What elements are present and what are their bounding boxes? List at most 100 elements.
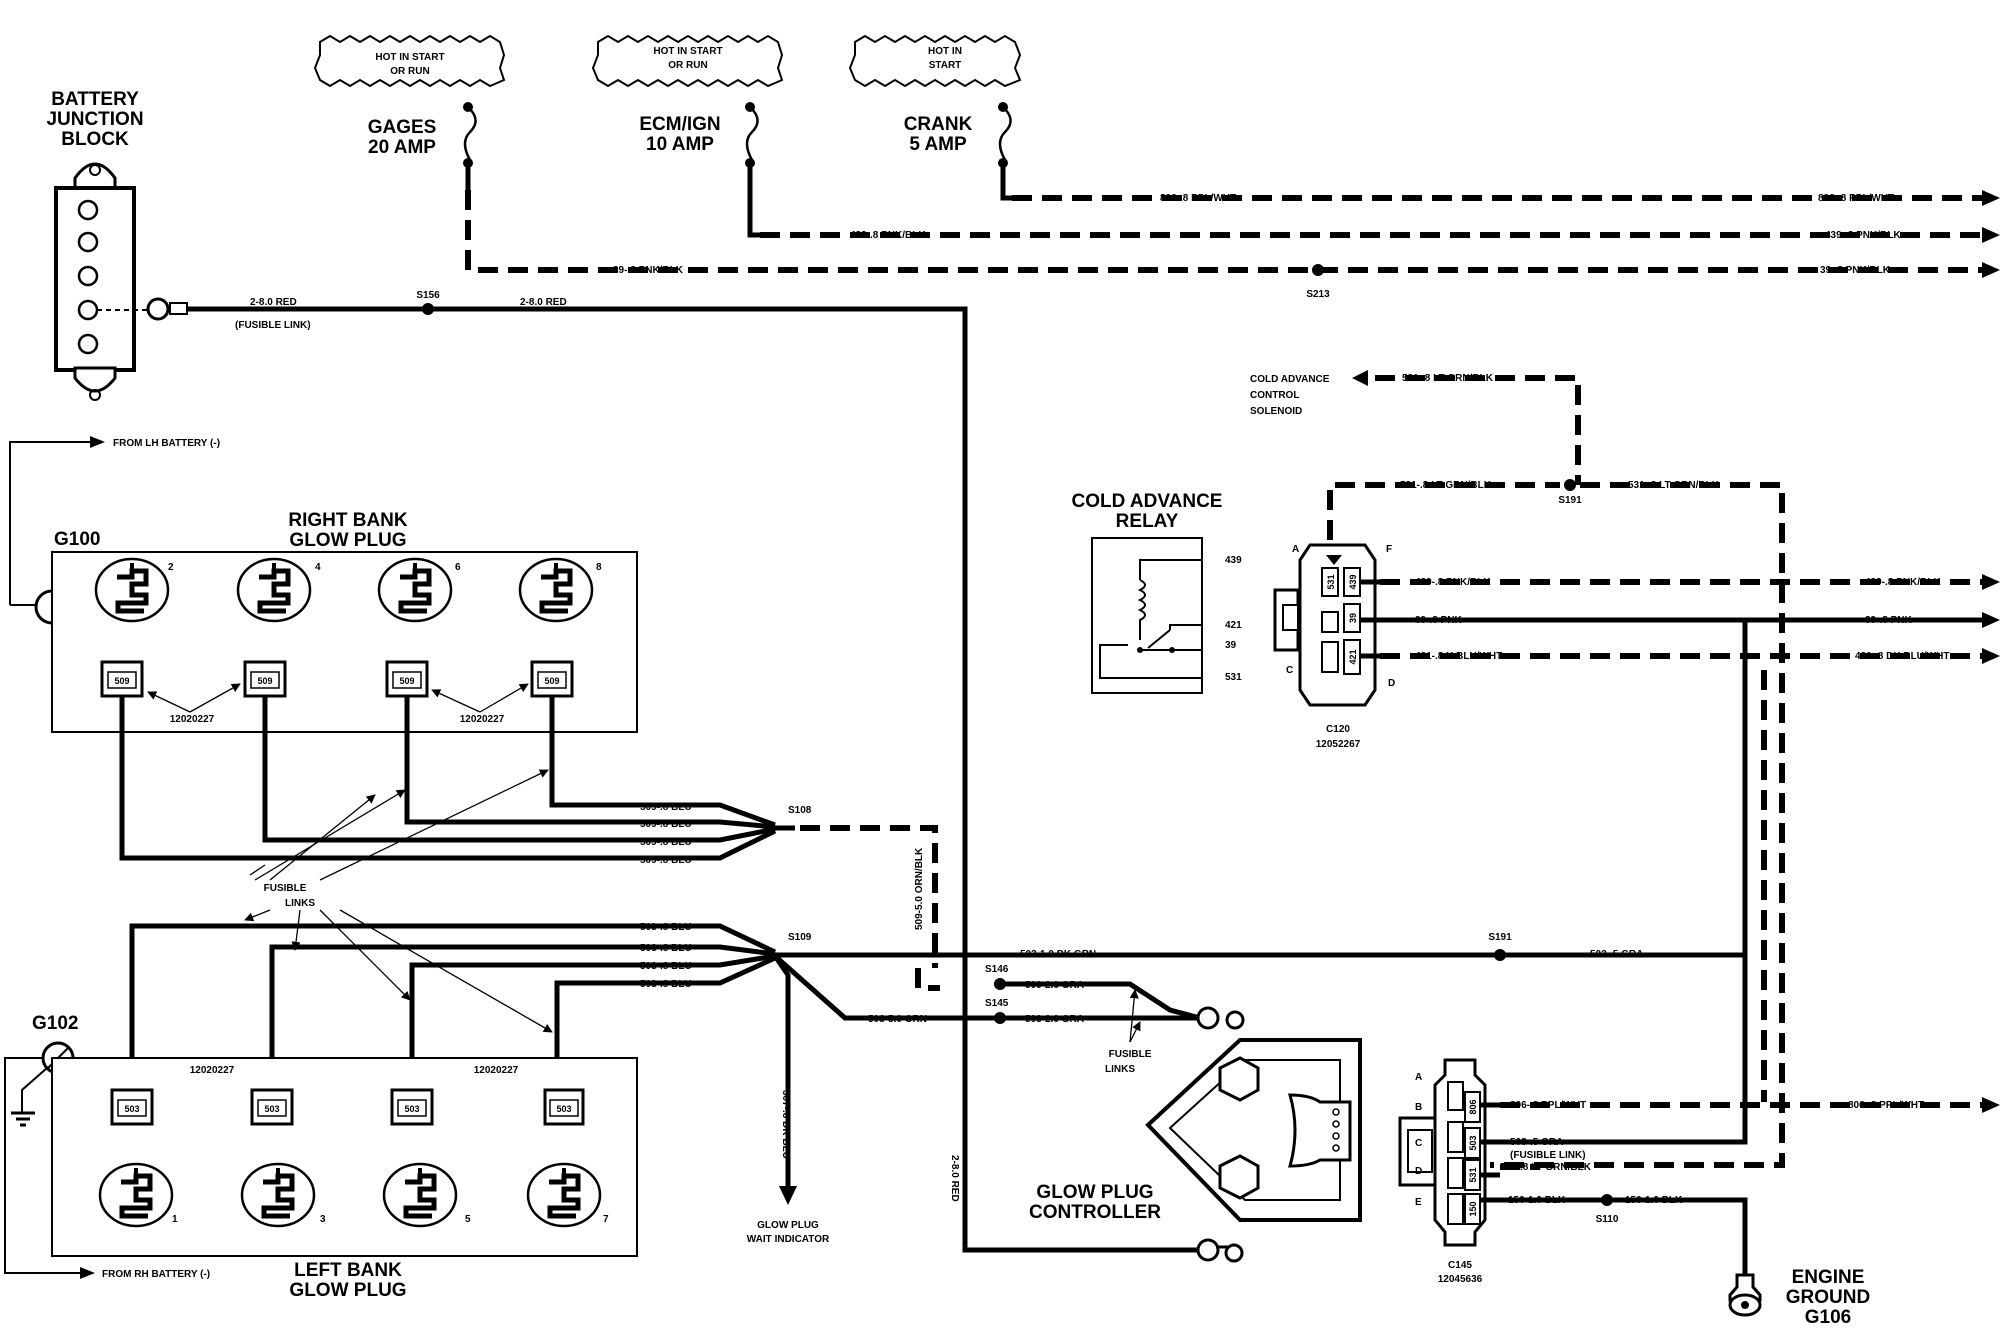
wire-503-grn: 503-1.0 DK GRN: [1020, 949, 1096, 960]
c145-cav-503: 503: [1468, 1135, 1478, 1150]
fuse-crank: CRANK 5 AMP: [904, 102, 1012, 168]
wire-503-gra: 503-.5 GRA: [1590, 949, 1643, 960]
rb-conn-2: 509: [257, 676, 272, 686]
plug-num-5: 5: [465, 1214, 471, 1225]
s156-splice: [422, 303, 434, 315]
fuse1-banner-1: HOT IN START: [375, 52, 444, 63]
glow-plug-7-icon: [528, 1164, 600, 1226]
wire-509-1: 509-.8 BLU: [640, 802, 692, 813]
wire-509-3: 509-.8 BLU: [640, 837, 692, 848]
fuse-ecm-name-1: ECM/IGN: [639, 114, 720, 135]
wire-grn-left: 531-.8 LT GRN/BLK: [1400, 480, 1492, 491]
fusible-links-1: FUSIBLE: [264, 883, 307, 894]
wire-503-gra-b: 503-2.0 GRA: [1025, 1014, 1084, 1025]
c145-letter-a: A: [1415, 1072, 1422, 1083]
wire-far-39: 39-.8 PNK: [1865, 615, 1912, 626]
right-bank-glow-plugs: RIGHT BANK GLOW PLUG 2 4 6 8 509 509 509…: [51, 510, 638, 733]
controller-title-2: CONTROLLER: [1029, 1202, 1161, 1223]
fuse1-banner-2: OR RUN: [390, 66, 429, 77]
wires-509-blue: 509-.8 BLU 509-.8 BLU 509-.8 BLU 509-.8 …: [119, 696, 940, 991]
right-bank-title-1: RIGHT BANK: [288, 510, 408, 531]
wire-503-1: 503-.8 BLU: [640, 922, 692, 933]
lb-part-right: 12020227: [474, 1065, 519, 1076]
cold-adv-ctrl-3: SOLENOID: [1250, 406, 1302, 417]
c145-letter-b: B: [1415, 1102, 1422, 1113]
lb-conn-4: 503: [556, 1104, 571, 1114]
fuse-banners: HOT IN START OR RUN HOT IN START OR RUN …: [313, 34, 1022, 88]
right-bank-title-2: GLOW PLUG: [289, 530, 406, 551]
c145-connector: A B C D E 806 503 531 150 C145 12045636 …: [1398, 1058, 2000, 1285]
wire-c120-439: 439-.8 PNK/BLK: [1415, 577, 1491, 588]
wire-507-blu: 507-.8 DK BLU: [780, 1090, 791, 1159]
c145-letter-d: D: [1415, 1166, 1422, 1177]
relay-pin-39: 39: [1225, 640, 1237, 651]
wire-503-orn: 503-5.0 ORN: [868, 1014, 927, 1025]
c145-cav-150: 150: [1468, 1201, 1478, 1216]
wait-indicator-2: WAIT INDICATOR: [747, 1234, 830, 1245]
plug-num-4: 4: [315, 562, 321, 573]
fuse3-banner-1: HOT IN: [928, 46, 962, 57]
fuse-gages-name-1: GAGES: [368, 117, 437, 138]
wire-gages-l: 39-.8 PNK/BLK: [613, 265, 684, 276]
fusible-links-2: LINKS: [285, 898, 315, 909]
fusible-links-b1: FUSIBLE: [1109, 1049, 1152, 1060]
fuse-gages-name-2: 20 AMP: [368, 137, 436, 158]
relay-pin-531: 531: [1225, 672, 1242, 683]
wire-509-2: 509-.8 BLU: [640, 819, 692, 830]
s145-splice: [994, 1012, 1006, 1024]
wire-509-orn: 509-5.0 ORN/BLK: [914, 847, 925, 930]
wire-c145-503: 503-.5 GRA: [1510, 1137, 1563, 1148]
wire-gages-r: 39-.8 PNK/BLK: [1820, 265, 1891, 276]
wire-509-4: 509-.8 BLU: [640, 855, 692, 866]
battery-block-title-1: BATTERY: [51, 89, 139, 110]
cold-adv-ctrl-1: COLD ADVANCE: [1250, 374, 1330, 385]
red-feed: S156 2-8.0 RED (FUSIBLE LINK) 2-8.0 RED …: [187, 290, 1244, 1263]
s110-label: S110: [1596, 1214, 1619, 1225]
s146-label: S146: [985, 964, 1009, 975]
relay-title-1: COLD ADVANCE: [1072, 491, 1223, 512]
plug-num-1: 1: [172, 1214, 178, 1225]
s156-label: S156: [416, 290, 440, 301]
c120-letter-d: D: [1388, 678, 1395, 689]
wire-c145-806-far: 806-.8 PPL/WHT: [1848, 1100, 1924, 1111]
glow-plug-8-icon: [520, 559, 592, 621]
relay-pin-439: 439: [1225, 555, 1242, 566]
plug-num-3: 3: [320, 1214, 326, 1225]
glow-plug-1-icon: [100, 1164, 172, 1226]
fuse2-banner-1: HOT IN START: [653, 46, 722, 57]
s213-splice: [1312, 264, 1324, 276]
c145-cav-806: 806: [1468, 1099, 1478, 1114]
s108-label: S108: [788, 805, 812, 816]
fusible-links-b2: LINKS: [1105, 1064, 1135, 1075]
battery-block-title-2: JUNCTION: [46, 109, 143, 130]
wire-c145-531: 531-.8 LT GRN/BLK: [1500, 1162, 1592, 1173]
top-wires: S213 806-.8 PPL/WHT 806-.8 PPL/WHT 439-.…: [465, 163, 2000, 300]
wire-crank-r: 806-.8 PPL/WHT: [1818, 193, 1894, 204]
wire-503-4: 503-.8 BLU: [640, 979, 692, 990]
s191-splice-b: [1494, 949, 1506, 961]
wire-grn-top: 531-.8 LT GRN/BLK: [1402, 373, 1494, 384]
c120-part: 12052267: [1316, 739, 1361, 750]
fusible-link-callouts: FUSIBLE LINKS: [244, 769, 553, 1033]
wire-far-439: 439-.8 PNK/BLK: [1865, 577, 1941, 588]
c145-name: C145: [1448, 1260, 1472, 1271]
from-lh-label: FROM LH BATTERY (-): [113, 438, 220, 449]
wire-c145-806: 806-.8 PPL/WHT: [1510, 1100, 1586, 1111]
relay-pin-421: 421: [1225, 620, 1242, 631]
wire-fusible-link: (FUSIBLE LINK): [235, 320, 311, 331]
c120-letter-f: F: [1386, 544, 1392, 555]
fuse-crank-name-1: CRANK: [904, 114, 973, 135]
wire-blk-150: 150-1.0 BLK: [1625, 1195, 1683, 1206]
glow-plug-controller: GLOW PLUG CONTROLLER: [1029, 1038, 1362, 1223]
left-bank-title-1: LEFT BANK: [294, 1260, 402, 1281]
c120-cav-439: 439: [1348, 574, 1358, 589]
s191-splice-a: [1564, 479, 1576, 491]
fuse-gages: GAGES 20 AMP: [368, 102, 477, 168]
engine-ground-2: GROUND: [1786, 1287, 1870, 1308]
engine-ground-3: G106: [1805, 1307, 1851, 1328]
wire-red-s156: 2-8.0 RED: [520, 297, 567, 308]
battery-junction-block: BATTERY JUNCTION BLOCK: [46, 89, 188, 401]
s109-label: S109: [788, 932, 812, 943]
left-bank-title-2: GLOW PLUG: [289, 1280, 406, 1301]
wire-far-421: 421-.8 DK BLU/WHT: [1855, 651, 1949, 662]
